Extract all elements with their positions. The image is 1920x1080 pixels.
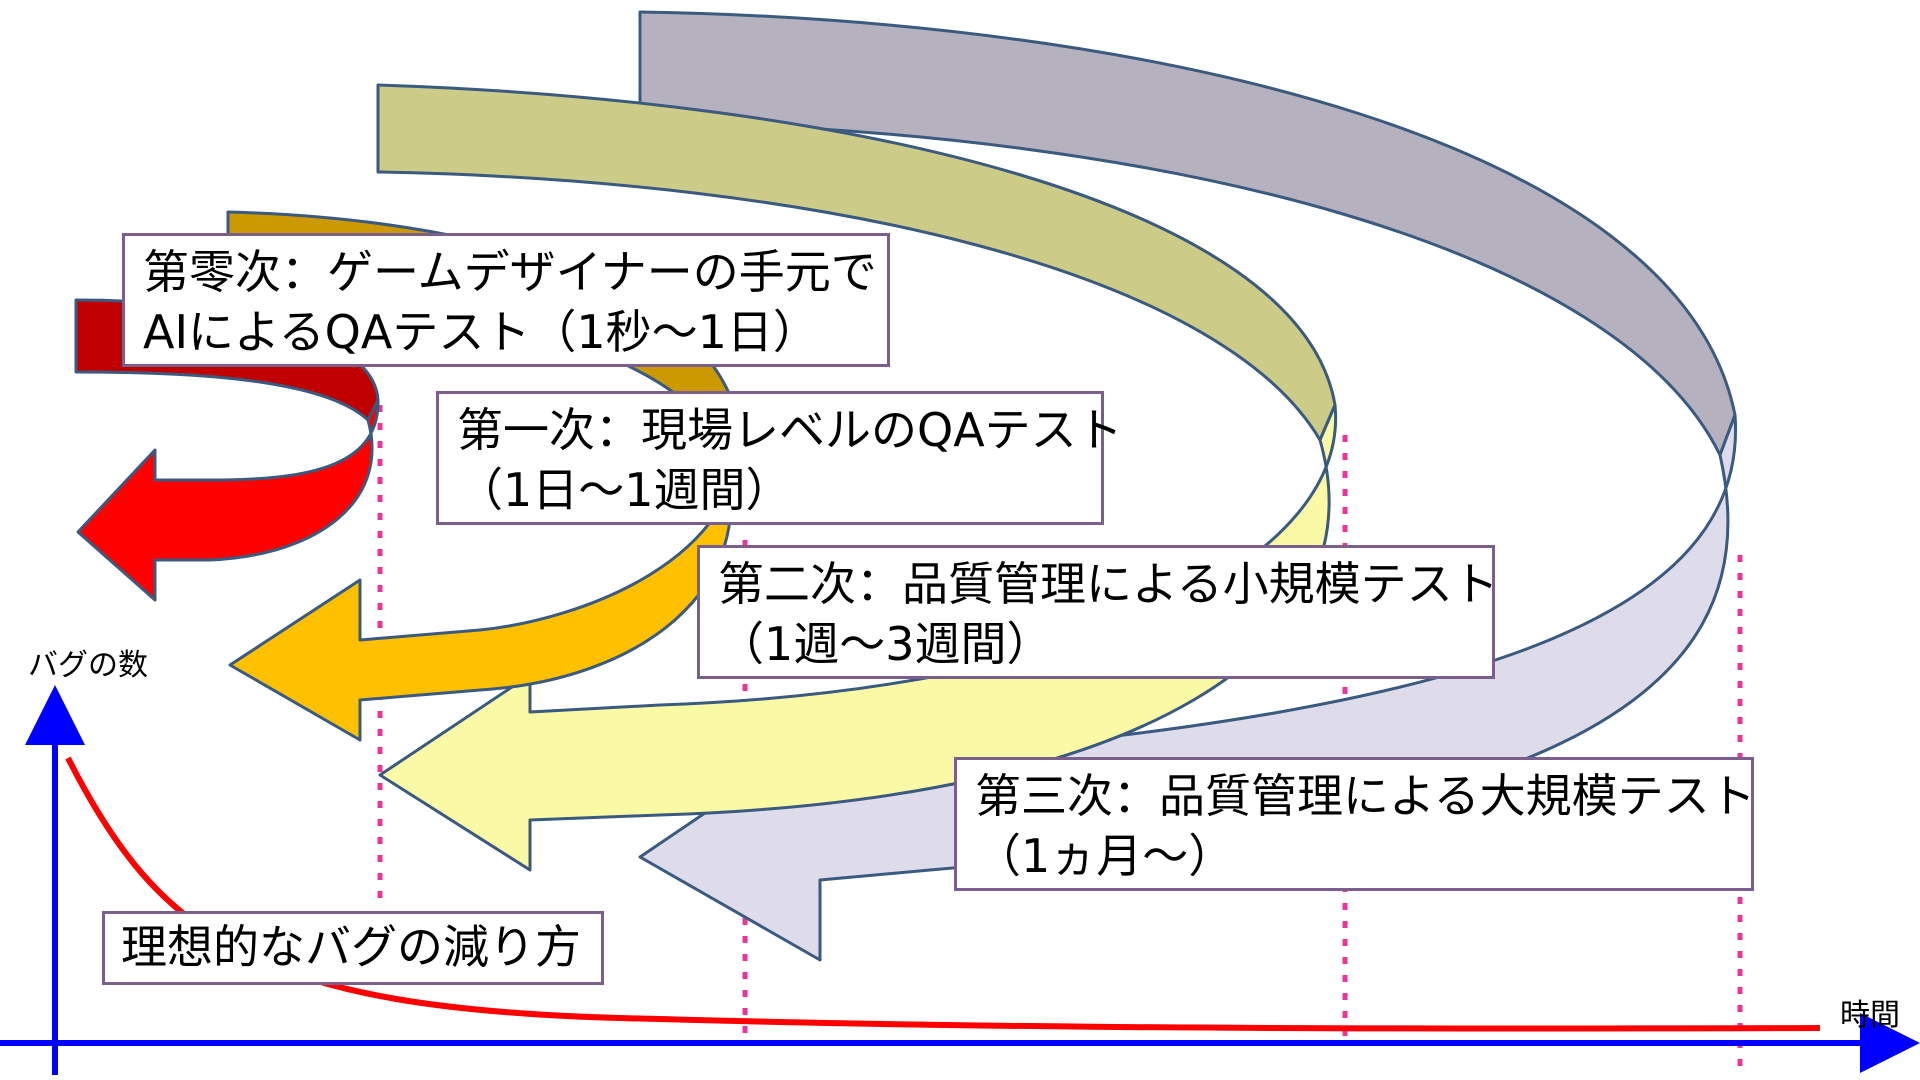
y-axis-label: バグの数 — [28, 648, 148, 683]
stage0-label-line2: AIによるQAテスト（1秒～1日） — [143, 305, 819, 359]
stage3-label: 第三次：品質管理による大規模テスト （1ヵ月～） — [954, 757, 1756, 891]
stage3-label-line2: （1ヵ月～） — [975, 829, 1235, 883]
stage3-label-line1: 第三次：品質管理による大規模テスト — [975, 769, 1756, 823]
stage2-label: 第二次：品質管理による小規模テスト （1週～3週間） — [697, 545, 1499, 679]
stage2-label-line1: 第二次：品質管理による小規模テスト — [718, 557, 1499, 611]
stage3-arrow — [638, 10, 1738, 962]
ideal-curve-label: 理想的なバグの減り方 — [102, 911, 604, 985]
stage0-arrow-body — [76, 398, 380, 602]
stage0-label: 第零次：ゲームデザイナーの手元で AIによるQAテスト（1秒～1日） — [122, 233, 890, 367]
stage1-label-line2: （1日～1週間） — [457, 463, 792, 517]
stage3-arrow-body — [638, 413, 1738, 962]
x-axis-label: 時間 — [1840, 998, 1900, 1033]
stage0-label-line1: 第零次：ゲームデザイナーの手元で — [143, 245, 877, 299]
axes — [0, 685, 1920, 1075]
stage1-label: 第一次：現場レベルのQAテスト （1日～1週間） — [436, 391, 1123, 525]
stage1-label-line1: 第一次：現場レベルのQAテスト — [457, 403, 1123, 457]
stage2-label-line2: （1週～3週間） — [718, 617, 1053, 671]
